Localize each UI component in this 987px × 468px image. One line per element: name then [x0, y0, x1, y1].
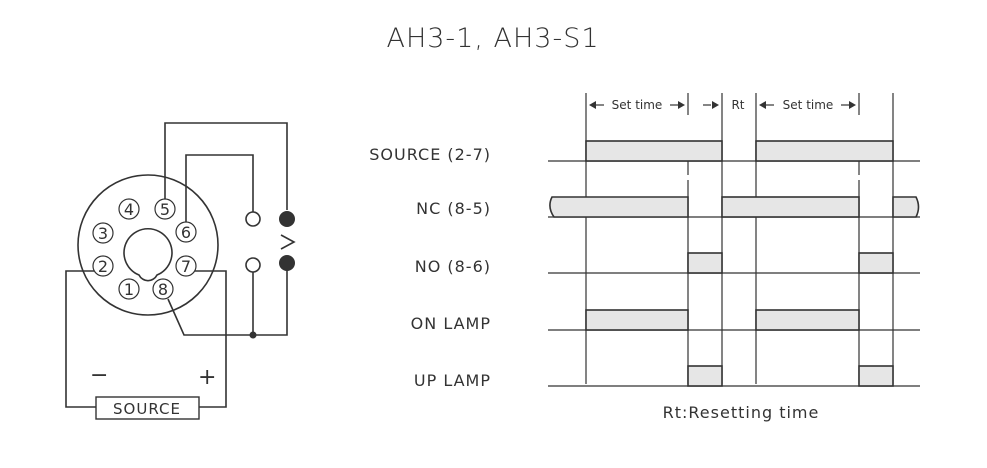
- timing-chart: SOURCE (2-7) NC (8-5) NO (8-6) ON LAMP U…: [369, 93, 920, 422]
- pin-4: 4: [118, 198, 140, 220]
- socket-key: [123, 228, 173, 282]
- waveform-no: [548, 252, 920, 274]
- signal-label-no: NO (8-6): [415, 257, 491, 276]
- minus-sign: −: [90, 363, 109, 388]
- plus-sign: +: [198, 365, 217, 390]
- junction-dot: [249, 331, 257, 339]
- socket-outline: [77, 174, 219, 316]
- waveform-up-lamp: [548, 365, 920, 387]
- pin-2-label: 2: [98, 257, 108, 276]
- waveform-nc: [548, 196, 920, 218]
- wire-pin5-nc: [164, 122, 288, 210]
- signal-label-source: SOURCE (2-7): [369, 145, 491, 164]
- pin-8-label: 8: [158, 280, 168, 299]
- pin-5-label: 5: [160, 200, 170, 219]
- reset-time-label: Rt: [731, 98, 744, 112]
- no-contact-open-lower: [245, 257, 261, 273]
- signal-label-on-lamp: ON LAMP: [411, 314, 491, 333]
- wire-pin6-no: [185, 154, 254, 222]
- wire-pin7-source: [195, 270, 227, 408]
- interval-annotations: Set time Rt Set time: [589, 98, 856, 112]
- pin-1-label: 1: [124, 280, 134, 299]
- pin-3: 3: [92, 222, 114, 244]
- time-markers: [585, 93, 894, 384]
- nc-contact-closed-lower: [279, 255, 295, 271]
- pin-3-label: 3: [98, 224, 108, 243]
- no-contact-open: [245, 211, 261, 227]
- pin-6-label: 6: [181, 223, 191, 242]
- footnote: Rt:Resetting time: [663, 403, 820, 422]
- nc-contact-closed: [279, 211, 295, 227]
- set-time-label-1: Set time: [612, 98, 663, 112]
- pin-7: 7: [175, 255, 197, 277]
- source-box: [95, 396, 200, 420]
- source-label: SOURCE: [113, 400, 181, 418]
- wire-pin2-source: [65, 270, 96, 408]
- signal-label-nc: NC (8-5): [416, 199, 491, 218]
- pin-7-label: 7: [181, 257, 191, 276]
- pin-4-label: 4: [124, 200, 134, 219]
- pin-5: 5: [154, 198, 176, 220]
- waveform-source: [548, 140, 920, 162]
- pin-2: 2: [92, 255, 114, 277]
- pin-8: 8: [152, 278, 174, 300]
- pin-6: 6: [175, 221, 197, 243]
- set-time-label-2: Set time: [783, 98, 834, 112]
- wiring-diagram: 1 2 3 4 5 6 7 8 − + SOURCE: [65, 122, 296, 420]
- diagram-title: AH3-1, AH3-S1: [386, 23, 599, 54]
- signal-label-up-lamp: UP LAMP: [414, 371, 491, 390]
- contact-arrow-icon: [280, 234, 296, 250]
- pin-1: 1: [118, 278, 140, 300]
- waveform-on-lamp: [548, 309, 920, 331]
- wire-pin8-common: [167, 270, 288, 336]
